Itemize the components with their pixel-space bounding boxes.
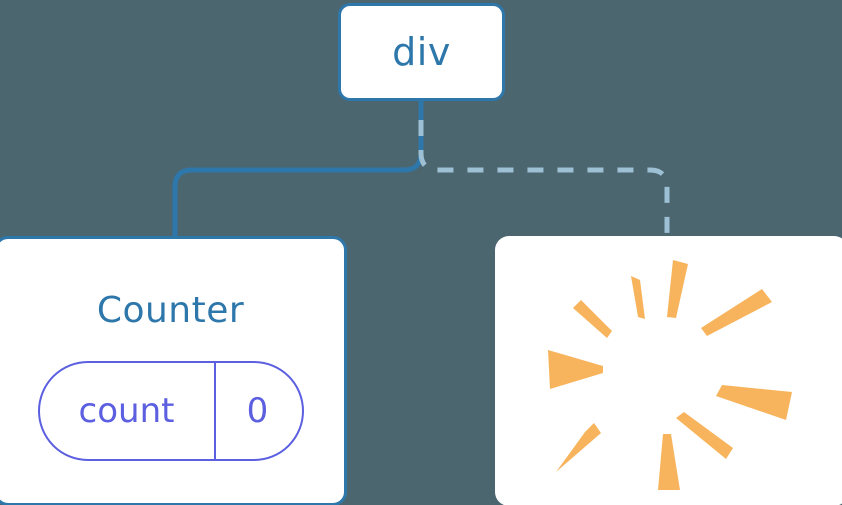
state-value: 0 (246, 391, 269, 431)
node-counter[interactable]: Counter count 0 (0, 236, 347, 505)
state-key: count (78, 391, 175, 431)
state-pill[interactable]: count 0 (37, 361, 304, 461)
state-pill-divider (213, 363, 216, 459)
edge-div-to-counter (172, 101, 424, 238)
node-div[interactable]: div (338, 3, 505, 101)
sparkle-burst-icon (548, 260, 792, 490)
edge-div-to-effect (418, 120, 670, 238)
node-counter-title: Counter (96, 290, 245, 331)
node-div-label: div (392, 30, 451, 74)
node-effect[interactable] (495, 236, 842, 505)
